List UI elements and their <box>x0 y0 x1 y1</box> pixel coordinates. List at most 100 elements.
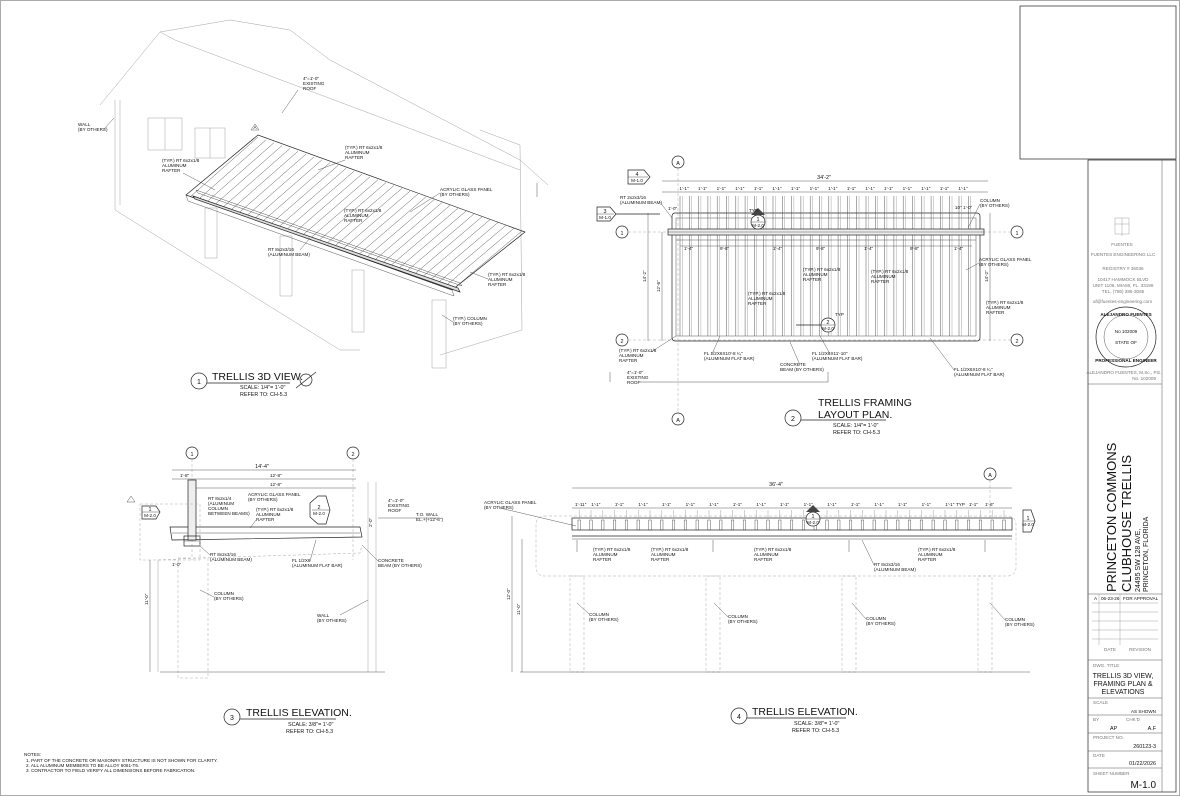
seal-state: STATE OF <box>1115 340 1137 345</box>
note-3: 3. CONTRACTOR TO FIELD VERIFY ALL DIMENS… <box>26 768 195 773</box>
elev-rafter <box>967 519 971 531</box>
plan-rafter-b-1: (TYP.) RT 6x2x1/8 <box>803 267 841 272</box>
elev-rafter <box>825 519 829 531</box>
plan-roof-2: EXISTING <box>627 375 649 380</box>
e4-acrylic-1: ACRYLIC GLASS PANEL <box>484 500 537 505</box>
plan-rafter-dim: 1'-1" <box>698 186 708 191</box>
view-3d: A 4"=1'-0" EXISTING ROOF WALL (BY OTHERS… <box>78 19 549 369</box>
trellis-3d-rafter <box>443 227 515 288</box>
elev-rafter <box>978 519 982 531</box>
e4-sec1b-num: 1 <box>1027 516 1030 522</box>
elev-rafter-dim: 1'-1" <box>827 502 837 507</box>
dwg-title-3: ELEVATIONS <box>1102 689 1145 696</box>
trellis-3d-rafter <box>213 145 283 206</box>
view2-refer: REFER TO: CH-5.3 <box>833 430 880 436</box>
view2-number: 2 <box>791 416 795 423</box>
label-3d-rafter-left-3: RAFTER <box>162 168 181 173</box>
elev-rafter-dim: 1'-1" <box>945 502 955 507</box>
seal-name: ALEJANDRO FUENTES <box>1100 312 1151 317</box>
e4-col-1a: COLUMN <box>589 612 609 617</box>
elev-rafter <box>742 519 746 531</box>
trellis-3d-rafter <box>420 219 491 279</box>
e3-concrete-1: CONCRETE <box>378 558 404 563</box>
plan-dim-left: 14'-2" <box>642 270 647 282</box>
project-address: 24495 SW 128 AVE, PRINCETON, FLORIDA <box>1135 516 1150 592</box>
e3-beam-1: RT 8x2x3/16 <box>210 552 236 557</box>
elev-column <box>705 575 721 673</box>
elev-rafter <box>896 519 900 531</box>
view3-refer: REFER TO: CH-5.3 <box>286 729 333 735</box>
elev-rafter <box>919 519 923 531</box>
trellis-3d-rafter <box>372 202 443 262</box>
project-title: PRINCETON COMMONS CLUBHOUSE TRELLIS <box>1104 442 1134 592</box>
e4-col-2a: COLUMN <box>728 614 748 619</box>
e3-roof-3: ROOF <box>388 508 401 513</box>
e3-dim-b: 12'-8" <box>270 473 282 478</box>
grid-2-left: 2 <box>621 339 624 345</box>
view-elevation-side: 1 2 14'-4" 1'-8" 12'-8" 12'-8" 11'-0" 1'… <box>126 446 443 679</box>
label-wall-1: WALL <box>78 122 91 127</box>
pe-seal: ALEJANDRO FUENTES No 102009 STATE OF PRO… <box>1095 306 1157 368</box>
trellis-3d-rafter <box>451 230 523 291</box>
label-3d-rafter-right-3: RAFTER <box>488 282 507 287</box>
trellis-3d-rafter <box>380 205 451 265</box>
elev-rafter <box>790 519 794 531</box>
view4-number: 4 <box>737 714 741 721</box>
plan-rafter-dim: 1'-1" <box>810 186 820 191</box>
elev-rafter <box>601 519 605 531</box>
plan-dim-left2: 12'-6" <box>656 280 661 292</box>
elev-rafter-dim: 1'-1" <box>874 502 884 507</box>
plan-concrete-1: CONCRETE <box>780 362 806 367</box>
elev-rafter-dim: 1'-1" <box>851 502 861 507</box>
e4-col-4a: COLUMN <box>1005 617 1025 622</box>
notes-title: NOTES: <box>24 752 41 757</box>
plan-column-2: (BY OTHERS) <box>980 203 1010 208</box>
e3-dim-h3: 2'-0" <box>368 517 373 527</box>
elev-rafter-dim: 1'-1" <box>615 502 625 507</box>
e3-dim-overall: 14'-4" <box>255 464 269 470</box>
trellis-3d-rafter <box>229 151 299 212</box>
label-3d-acrylic-1: ACRYLIC GLASS PANEL <box>440 187 493 192</box>
elev-rafter-dims: 1'-1"1'-1"1'-1"1'-1"1'-1"1'-1"1'-1"1'-1"… <box>591 502 978 507</box>
plan-dim-s2a: 1'-4" <box>684 246 694 251</box>
view2-scale: SCALE: 1/4"= 1'-0" <box>833 423 879 429</box>
plan-beam-label-2: (ALUMINUM BEAM) <box>620 200 662 205</box>
label-3d-acrylic-2: (BY OTHERS) <box>440 192 470 197</box>
plan-rafter-dim: 1'-1" <box>772 186 782 191</box>
label-existing-roof-2: EXISTING <box>303 81 325 86</box>
e4-dim-overall: 36'-4" <box>769 482 783 488</box>
e4-rafter-a-3: RAFTER <box>593 557 612 562</box>
e4-col-3a: COLUMN <box>866 616 886 621</box>
plan-rafter-dim: 1'-1" <box>958 186 968 191</box>
label-existing-roof-1: 4"=1'-0" <box>303 76 319 81</box>
plan-beam-label-1: RT 2x2x3/16 <box>620 195 646 200</box>
rev-date: 06-23-26 <box>1101 596 1120 601</box>
elev-column <box>841 575 857 673</box>
plan-concrete-2: BEAM (BY OTHERS) <box>780 367 824 372</box>
trellis-3d-rafter <box>340 190 411 251</box>
elev-rafter <box>754 519 758 531</box>
sheet-label: SHEET NUMBER <box>1093 771 1130 776</box>
e4-rafter-d-3: RAFTER <box>918 557 937 562</box>
plan-rafter-dim: 1'-1" <box>903 186 913 191</box>
sec2-plan-ref: M-2.0 <box>822 326 834 331</box>
seal-signatory-no: No. 102009 <box>1132 376 1156 381</box>
e4-col-1b: (BY OTHERS) <box>589 617 619 622</box>
label-3d-rafter-right-1: (TYP.) RT 6x2x1/8 <box>488 272 526 277</box>
plan-roof-3: ROOF <box>627 380 640 385</box>
view1-refer: REFER TO: CH-5.3 <box>240 392 287 398</box>
e3-roof-1: 4"=1'-0" <box>388 498 404 503</box>
plan-rafter-b-3: RAFTER <box>803 277 822 282</box>
view3-number: 3 <box>230 715 234 722</box>
e3-sec2-ref: M-2.0 <box>313 511 325 516</box>
e4-dim-first: 1'-11" <box>575 502 587 507</box>
plan-rafter-dim: 1'-1" <box>921 186 931 191</box>
plan-rafter-r-1: (TYP.) RT 6x2x1/8 <box>986 300 1024 305</box>
elev-rafter <box>1002 519 1006 531</box>
label-3d-rafter-top-2: ALUMINUM <box>345 150 370 155</box>
trellis-3d-rafter <box>364 199 435 260</box>
plan-dim-s1c: 9'-8" <box>910 246 920 251</box>
trellis-3d-rafter <box>356 196 427 257</box>
e3-grid-1: 1 <box>191 452 194 458</box>
firm-logo-text: FUENTES <box>1111 242 1132 247</box>
